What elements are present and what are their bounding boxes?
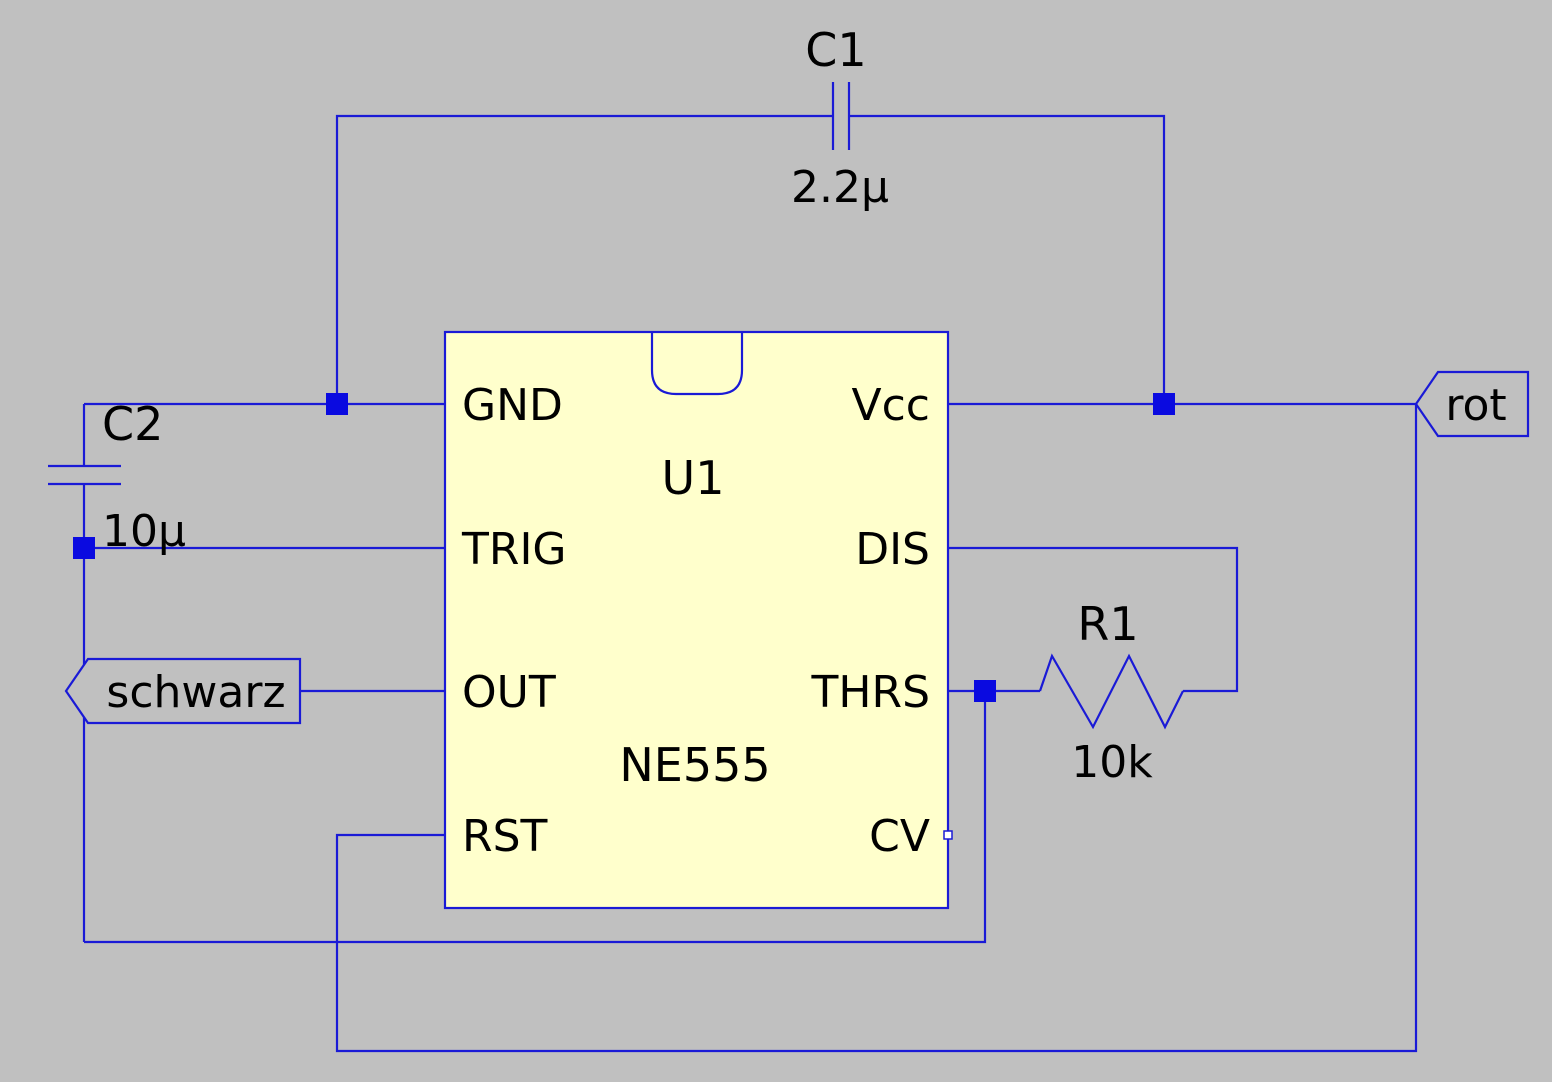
wire-c1-left <box>335 114 833 404</box>
ic-body <box>443 330 950 910</box>
pin-trig-label: TRIG <box>461 524 567 575</box>
r1-zigzag <box>1038 653 1184 730</box>
net-label-rot[interactable]: rot <box>1414 370 1530 438</box>
r1-ref: R1 <box>1077 597 1138 651</box>
wire-dis <box>948 546 1239 693</box>
pin-vcc-label: Vcc <box>852 380 930 431</box>
capacitor-c2[interactable]: C2 10µ <box>48 397 186 557</box>
c1-value: 2.2µ <box>791 162 889 213</box>
pin-cv-open-terminal <box>943 830 953 840</box>
pin-rst-label: RST <box>462 811 548 862</box>
r1-value: 10k <box>1071 737 1153 788</box>
c2-value: 10µ <box>102 506 186 557</box>
wire-c1-right <box>849 114 1166 404</box>
net-label-rot-flag <box>1414 370 1530 438</box>
capacitor-c1[interactable]: C1 2.2µ <box>791 23 889 213</box>
junction-vcc <box>1153 393 1175 415</box>
wire-rst-loop <box>335 404 1418 1053</box>
junction-trig <box>73 537 95 559</box>
wire-thrs-loop <box>84 691 987 944</box>
c1-ref: C1 <box>805 23 866 77</box>
junction-thrs <box>974 680 996 702</box>
ic-part: NE555 <box>619 738 770 792</box>
net-label-schwarz-flag <box>64 657 302 725</box>
ic-u1[interactable]: U1 NE555 GND TRIG OUT RST Vcc DIS THRS C… <box>443 330 953 910</box>
pin-cv-label: CV <box>869 811 930 862</box>
net-label-schwarz-text: schwarz <box>106 667 285 718</box>
pin-gnd-label: GND <box>462 380 563 431</box>
pin-thrs-label: THRS <box>811 667 930 718</box>
net-label-rot-text: rot <box>1445 380 1506 431</box>
junctions <box>73 393 1175 702</box>
pin-out-label: OUT <box>462 667 556 718</box>
resistor-r1[interactable]: R1 10k <box>1038 597 1184 788</box>
junction-gnd <box>326 393 348 415</box>
c2-ref: C2 <box>102 397 163 451</box>
ic-ref: U1 <box>662 451 725 505</box>
pin-dis-label: DIS <box>855 524 930 575</box>
ic-notch <box>650 332 744 396</box>
net-label-schwarz[interactable]: schwarz <box>64 657 302 725</box>
